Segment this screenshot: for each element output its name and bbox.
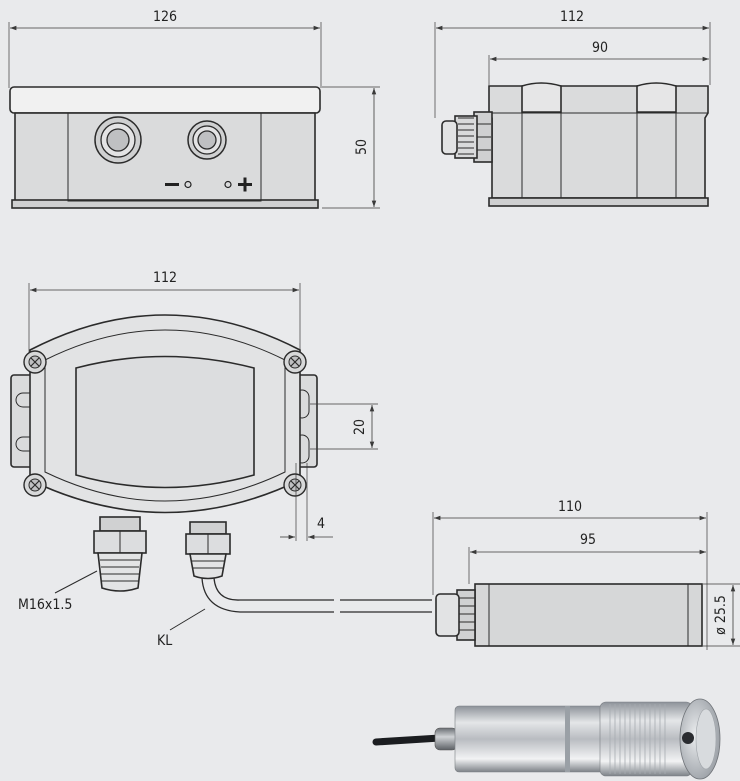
top-label-window — [75, 355, 255, 489]
dim-side-body: 90 — [592, 40, 608, 56]
plus-icon — [238, 177, 252, 192]
top-view: 112 — [10, 270, 432, 649]
gland-m16 — [93, 516, 147, 592]
probe-cable — [201, 577, 334, 613]
dim-slot-spacing: 20 — [352, 419, 368, 435]
front-gland-right — [187, 120, 227, 160]
dim-probe-body: 95 — [580, 532, 596, 548]
front-lid — [9, 86, 321, 114]
side-gland — [441, 111, 493, 163]
screw-icon — [283, 473, 307, 497]
minus-icon — [165, 183, 179, 186]
screw-icon — [23, 473, 47, 497]
probe-body — [474, 583, 703, 647]
probe-photo — [372, 698, 721, 780]
cable-label: KL — [157, 633, 172, 649]
gland-kl — [185, 521, 231, 580]
front-housing — [14, 112, 316, 204]
side-view: 112 90 — [434, 9, 711, 207]
dim-slot-width: 4 — [317, 516, 325, 532]
front-panel — [67, 112, 262, 202]
gland-label: M16x1.5 — [18, 597, 72, 613]
dim-probe-diameter: ø 25.5 — [713, 595, 729, 635]
dim-height: 50 — [354, 139, 370, 155]
screw-icon — [23, 350, 47, 374]
front-view: 126 50 — [8, 9, 380, 209]
screw-icon — [283, 350, 307, 374]
probe-view: 110 95 ø 25.5 — [432, 499, 740, 650]
front-gland-left — [94, 116, 142, 164]
dim-probe-length: 110 — [558, 499, 582, 515]
dim-top-width: 112 — [153, 270, 177, 286]
dim-front-width: 126 — [153, 9, 177, 25]
dim-side-width: 112 — [560, 9, 584, 25]
